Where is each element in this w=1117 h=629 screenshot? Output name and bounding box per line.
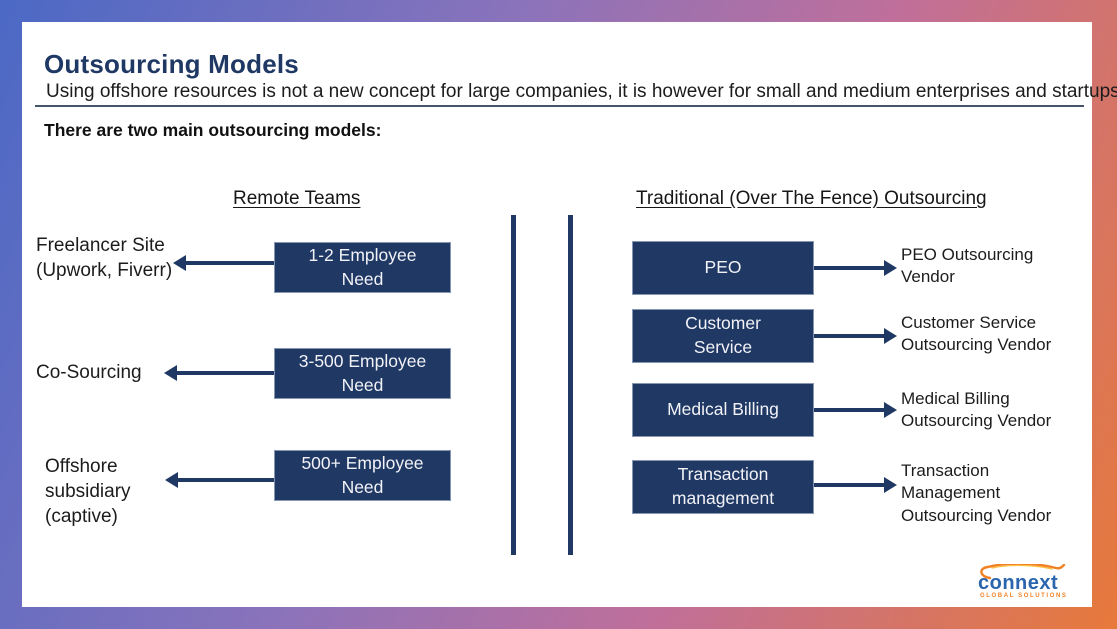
connext-logo: connext GLOBAL SOLUTIONS xyxy=(976,564,1068,602)
traditional-box-peo: PEO xyxy=(632,241,814,295)
vendor-label-medical-billing: Medical Billing Outsourcing Vendor xyxy=(901,389,1052,431)
arrow-right-icon xyxy=(814,402,897,418)
remote-box-1-2-employee: 1-2 Employee Need xyxy=(274,242,451,293)
arrow-right-icon xyxy=(814,260,897,276)
traditional-box-customer-service: Customer Service xyxy=(632,309,814,363)
arrow-left-icon xyxy=(164,365,274,381)
traditional-outsourcing-heading: Traditional (Over The Fence) Outsourcing xyxy=(636,188,987,209)
divider-line xyxy=(568,215,573,555)
arrow-left-icon xyxy=(173,255,274,271)
remote-teams-heading: Remote Teams xyxy=(233,188,361,209)
remote-box-3-500-employee: 3-500 Employee Need xyxy=(274,348,451,399)
intro-text: There are two main outsourcing models: xyxy=(44,120,382,140)
arrow-right-icon xyxy=(814,477,897,493)
remote-label-freelancer: Freelancer Site (Upwork, Fiverr) xyxy=(36,235,173,282)
logo-swoosh-icon xyxy=(980,564,1066,580)
vendor-label-transaction-management: Transaction Management Outsourcing Vendo… xyxy=(901,461,1052,525)
divider-line xyxy=(511,215,516,555)
logo-tagline: GLOBAL SOLUTIONS xyxy=(980,593,1068,599)
traditional-box-transaction-management: Transaction management xyxy=(632,460,814,514)
slide-canvas: Outsourcing Models Using offshore resour… xyxy=(22,22,1117,607)
arrow-right-icon xyxy=(814,328,897,344)
vendor-label-customer-service: Customer Service Outsourcing Vendor xyxy=(901,313,1052,355)
remote-label-offshore-subsidiary: Offshore subsidiary (captive) xyxy=(45,456,131,528)
logo-wordmark: connext xyxy=(978,572,1059,594)
arrow-left-icon xyxy=(165,472,274,488)
vendor-label-peo: PEO Outsourcing Vendor xyxy=(901,245,1034,287)
traditional-box-medical-billing: Medical Billing xyxy=(632,383,814,437)
subtitle-text: Using offshore resources is not a new co… xyxy=(35,81,1117,107)
page-title: Outsourcing Models xyxy=(44,49,299,79)
remote-label-co-sourcing: Co-Sourcing xyxy=(36,362,142,383)
remote-box-500-plus-employee: 500+ Employee Need xyxy=(274,450,451,501)
